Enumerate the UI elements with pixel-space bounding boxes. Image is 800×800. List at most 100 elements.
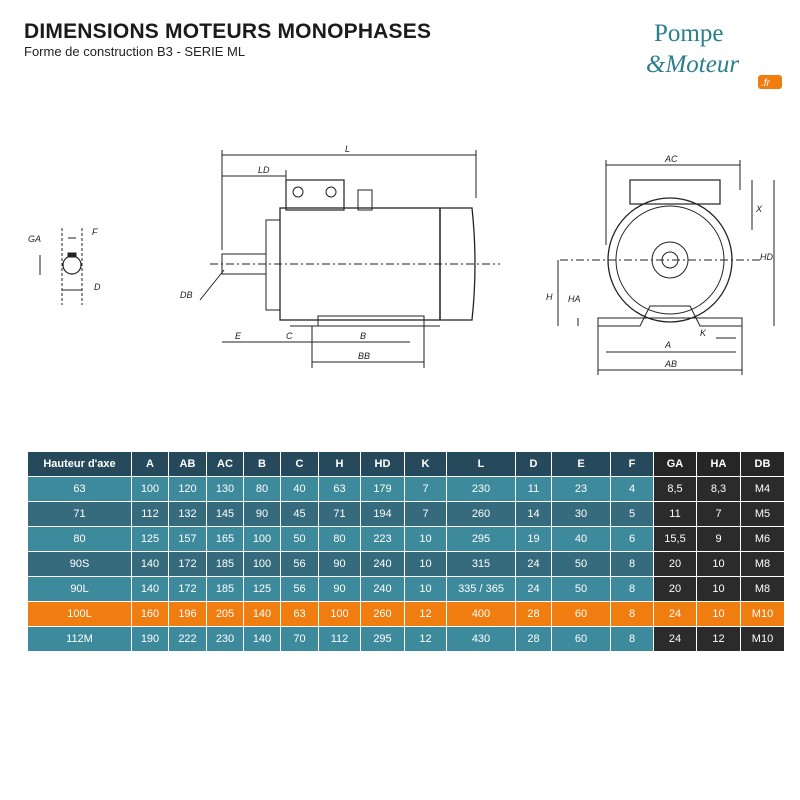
- table-cell: 179: [360, 476, 405, 502]
- table-cell: 8: [610, 601, 654, 627]
- col-header: AB: [168, 452, 207, 477]
- table-cell: 5: [610, 501, 654, 527]
- table-cell: 295: [360, 626, 405, 652]
- motor-front-view: AC X HD H HA A K AB: [546, 154, 775, 375]
- table-cell: 9: [696, 526, 741, 552]
- table-cell: M4: [740, 476, 785, 502]
- table-cell: 20: [653, 576, 697, 602]
- table-cell: 140: [243, 601, 281, 627]
- table-cell: 7: [696, 501, 741, 527]
- table-cell: 63: [318, 476, 361, 502]
- table-cell: 165: [206, 526, 244, 552]
- col-header: E: [551, 452, 611, 477]
- table-header-row: Hauteur d'axe A AB AC B C H HD K L D E F…: [28, 452, 785, 477]
- table-cell: M10: [740, 601, 785, 627]
- table-cell: 24: [515, 551, 552, 577]
- logo-line2: &Moteur: [646, 51, 739, 78]
- table-cell: 4: [610, 476, 654, 502]
- table-cell: 71: [28, 501, 132, 527]
- table-cell: 230: [446, 476, 516, 502]
- table-cell: 80: [243, 476, 281, 502]
- page-title: DIMENSIONS MOTEURS MONOPHASES: [24, 20, 432, 43]
- brand-logo: Pompe &Moteur .fr: [646, 20, 782, 89]
- label-HA: HA: [568, 294, 581, 304]
- table-cell: 90: [318, 576, 361, 602]
- label-L: L: [345, 144, 350, 154]
- table-cell: 12: [404, 626, 447, 652]
- table-cell: 100: [318, 601, 361, 627]
- table-cell: 90: [318, 551, 361, 577]
- label-AB: AB: [664, 359, 677, 369]
- col-header: Hauteur d'axe: [28, 452, 132, 477]
- table-cell: 140: [243, 626, 281, 652]
- table-cell: 60: [551, 601, 611, 627]
- table-cell: 205: [206, 601, 244, 627]
- table-cell: 157: [168, 526, 207, 552]
- table-cell: 70: [280, 626, 319, 652]
- table-cell: 80: [28, 526, 132, 552]
- table-cell: 222: [168, 626, 207, 652]
- table-cell: 196: [168, 601, 207, 627]
- col-header: K: [404, 452, 447, 477]
- label-E: E: [235, 331, 242, 341]
- label-DB: DB: [180, 290, 193, 300]
- label-B: B: [360, 331, 366, 341]
- table-cell: M6: [740, 526, 785, 552]
- table-cell: 125: [131, 526, 169, 552]
- label-H: H: [546, 292, 553, 302]
- table-cell: 120: [168, 476, 207, 502]
- table-cell: 400: [446, 601, 516, 627]
- table-cell: 240: [360, 576, 405, 602]
- col-header: L: [446, 452, 516, 477]
- table-cell: 8: [610, 626, 654, 652]
- col-header: AC: [206, 452, 244, 477]
- table-cell: 190: [131, 626, 169, 652]
- label-LD: LD: [258, 165, 270, 175]
- col-header: D: [515, 452, 552, 477]
- table-cell: 260: [360, 601, 405, 627]
- table-cell: 230: [206, 626, 244, 652]
- table-cell: 172: [168, 576, 207, 602]
- motor-side-view: L LD E C B BB DB: [180, 144, 500, 368]
- col-header: GA: [653, 452, 697, 477]
- table-cell: 100: [243, 526, 281, 552]
- col-header: HA: [696, 452, 741, 477]
- table-cell: 30: [551, 501, 611, 527]
- label-HD: HD: [760, 252, 773, 262]
- col-header: C: [280, 452, 319, 477]
- label-C: C: [286, 331, 293, 341]
- table-cell: M5: [740, 501, 785, 527]
- table-cell: 45: [280, 501, 319, 527]
- logo-line1: Pompe: [654, 20, 723, 47]
- table-cell: 100: [243, 551, 281, 577]
- table-cell: 260: [446, 501, 516, 527]
- table-cell: 8,3: [696, 476, 741, 502]
- table-cell: 19: [515, 526, 552, 552]
- table-cell: 160: [131, 601, 169, 627]
- label-F: F: [92, 227, 98, 237]
- table-cell: 50: [551, 576, 611, 602]
- table-cell: 8: [610, 551, 654, 577]
- table-cell: 14: [515, 501, 552, 527]
- table-cell: 140: [131, 576, 169, 602]
- table-cell: 23: [551, 476, 611, 502]
- page-subtitle: Forme de construction B3 - SERIE ML: [24, 44, 246, 59]
- table-cell: 100L: [28, 601, 132, 627]
- table-cell: 50: [551, 551, 611, 577]
- table-cell: 90S: [28, 551, 132, 577]
- table-cell: 40: [280, 476, 319, 502]
- table-cell: 10: [696, 576, 741, 602]
- table-cell: 112: [131, 501, 169, 527]
- table-cell: 28: [515, 626, 552, 652]
- table-cell: 112: [318, 626, 361, 652]
- shaft-section-view: GA F D: [28, 227, 101, 305]
- table-cell: 7: [404, 476, 447, 502]
- col-header: H: [318, 452, 361, 477]
- table-cell: 7: [404, 501, 447, 527]
- table-cell: 140: [131, 551, 169, 577]
